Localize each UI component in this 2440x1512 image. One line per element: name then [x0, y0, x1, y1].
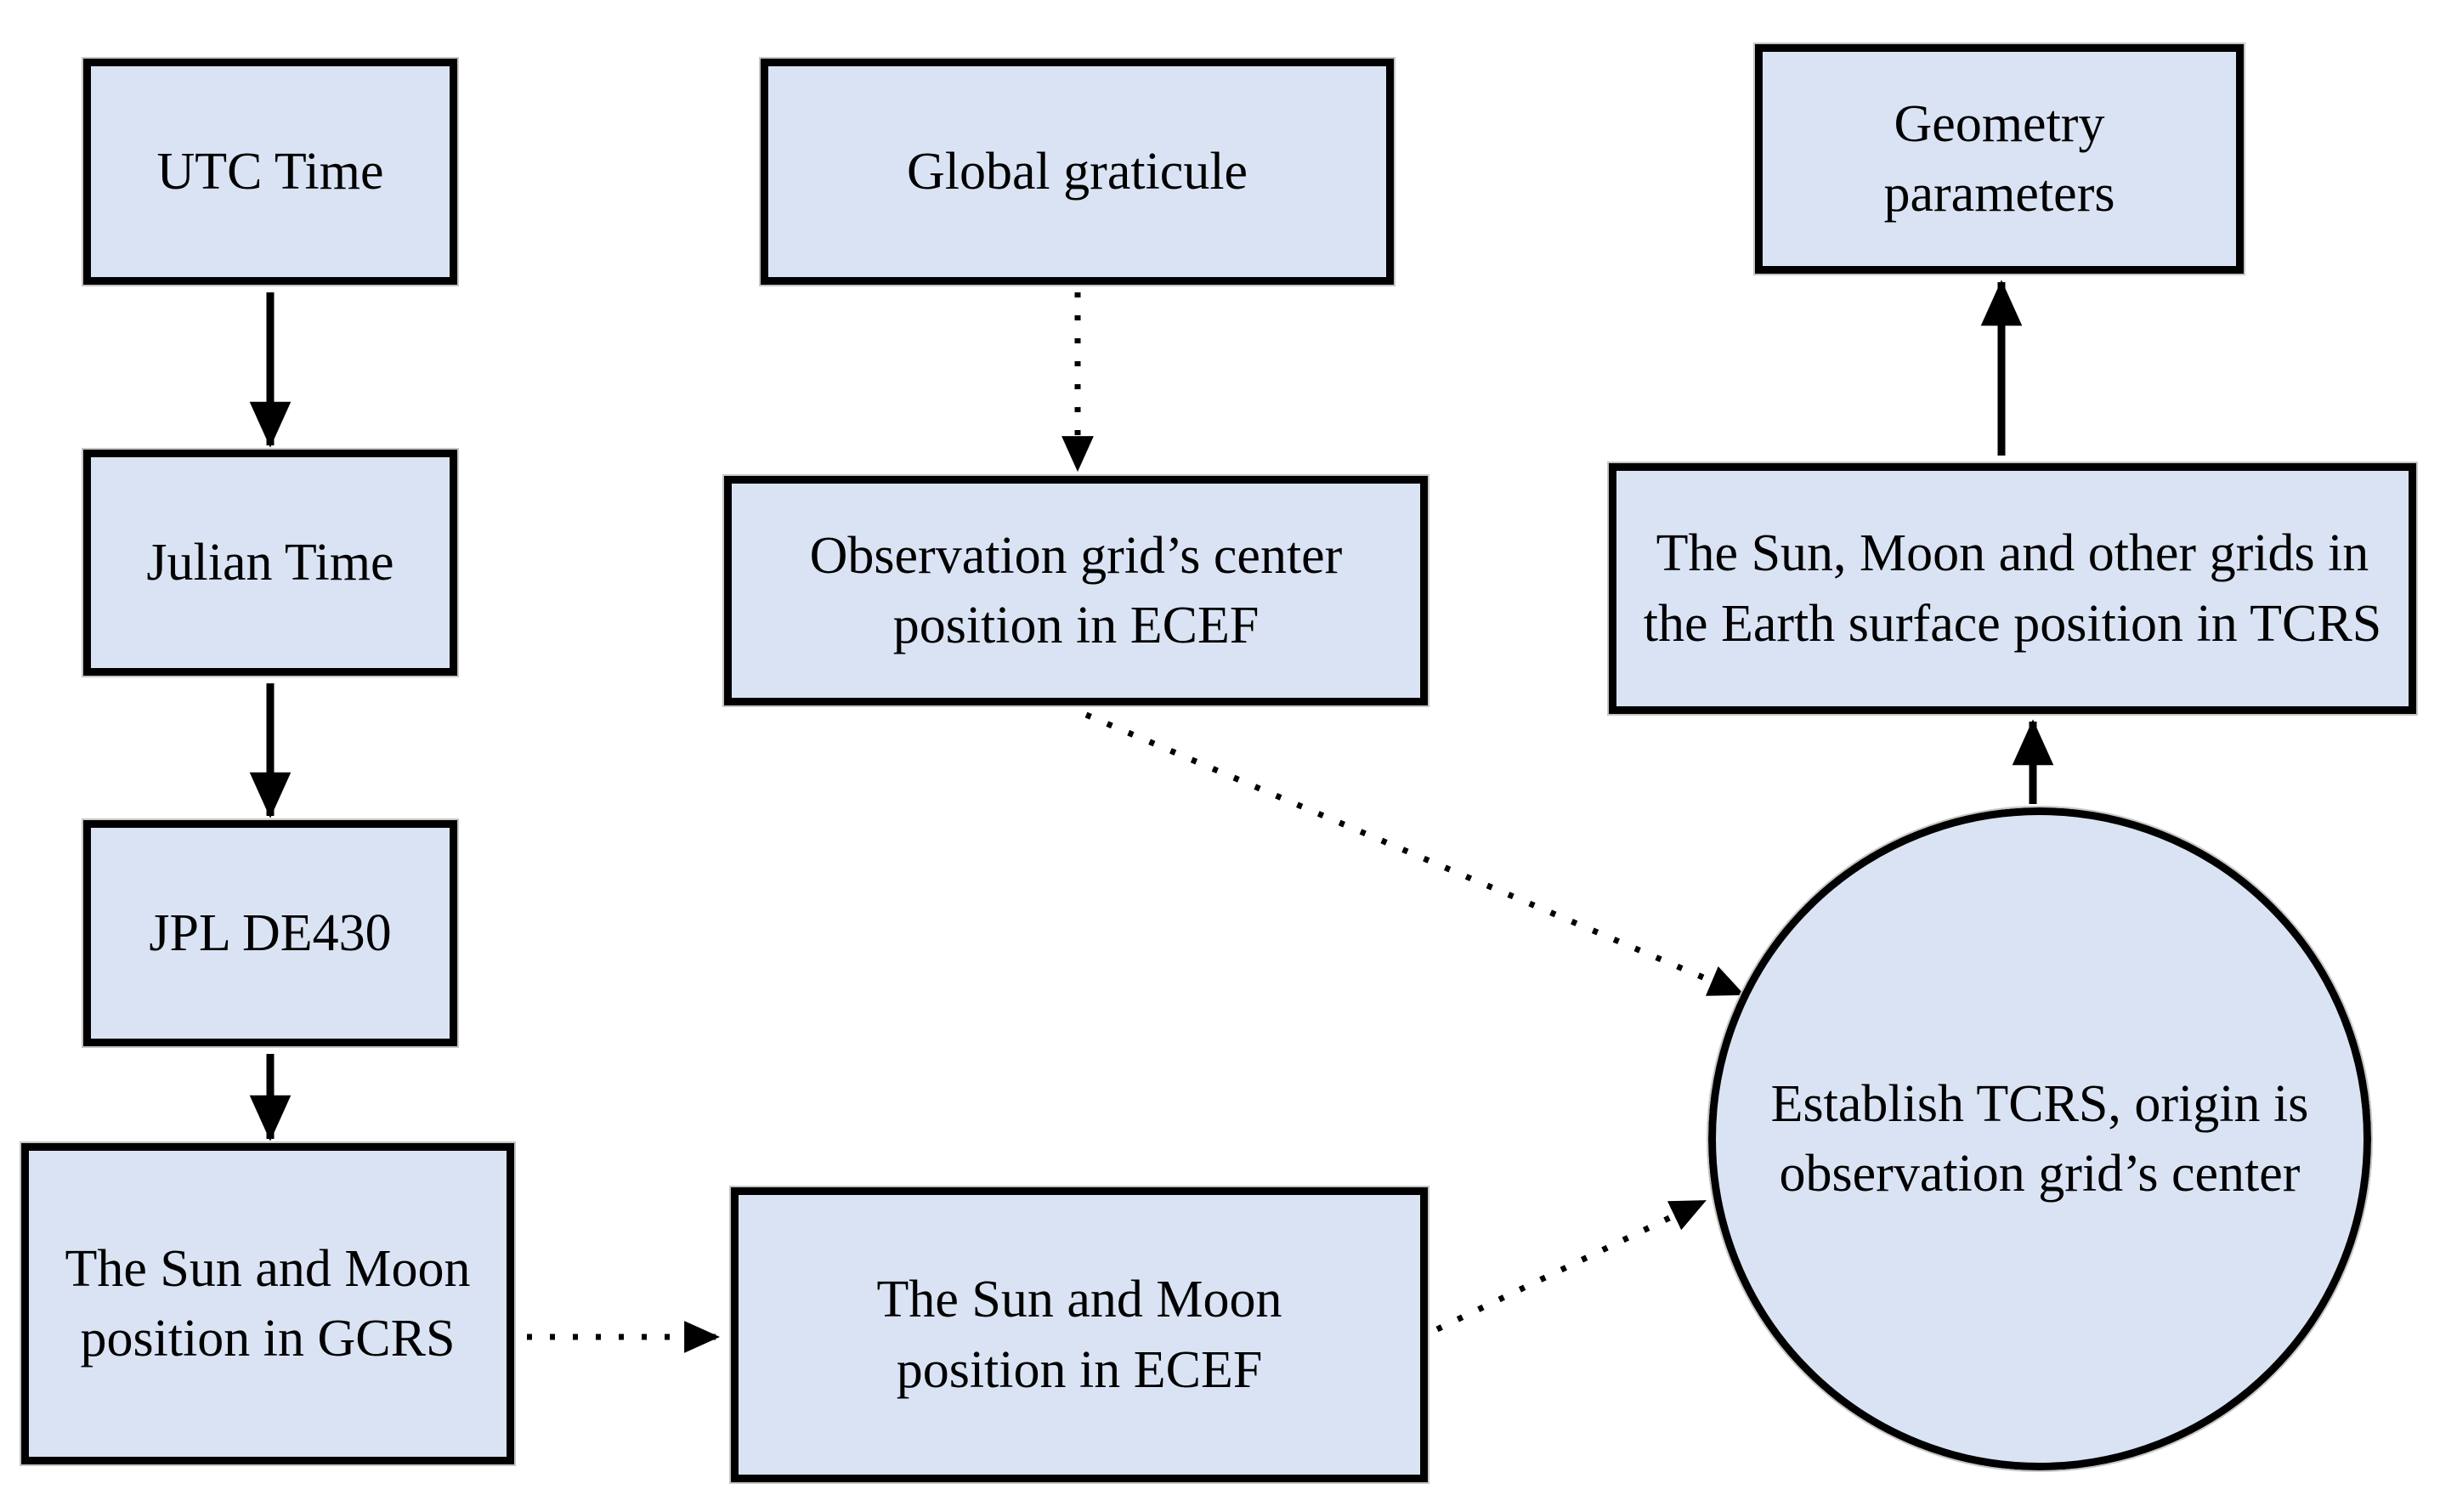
node-sun-moon-gcrs: The Sun and Moon position in GCRS [20, 1141, 516, 1466]
edge-obs-circle-arrow [1084, 711, 1745, 998]
node-utc-time: UTC Time [82, 57, 459, 286]
node-grids-in-tcrs-label: The Sun, Moon and other grids in the Ear… [1643, 524, 2382, 653]
node-observation-grid-center: Observation grid’s center position in EC… [722, 474, 1429, 707]
node-global-graticule: Global graticule [759, 57, 1395, 286]
node-sun-moon-ecef-label: The Sun and Moon position in ECEF [876, 1271, 1282, 1399]
edge-ecef-circle-arrow [1435, 1198, 1707, 1333]
node-geometry-parameters-label: Geometry parameters [1883, 94, 2115, 223]
node-julian-time: Julian Time [82, 448, 459, 677]
node-utc-time-label: UTC Time [156, 142, 384, 201]
node-global-graticule-label: Global graticule [906, 142, 1248, 201]
node-grids-in-tcrs: The Sun, Moon and other grids in the Ear… [1607, 462, 2418, 716]
node-jpl-de430: JPL DE430 [82, 818, 459, 1048]
node-establish-tcrs-circle-label: Establish TCRS, origin is observation gr… [1770, 1074, 2309, 1203]
node-sun-moon-gcrs-label: The Sun and Moon position in GCRS [65, 1239, 471, 1368]
node-geometry-parameters: Geometry parameters [1753, 42, 2245, 275]
node-jpl-de430-label: JPL DE430 [149, 903, 392, 962]
node-establish-tcrs-circle: Establish TCRS, origin is observation gr… [1707, 806, 2373, 1472]
node-julian-time-label: Julian Time [146, 533, 394, 592]
node-observation-grid-center-label: Observation grid’s center position in EC… [809, 526, 1343, 654]
node-sun-moon-ecef: The Sun and Moon position in ECEF [729, 1186, 1429, 1484]
